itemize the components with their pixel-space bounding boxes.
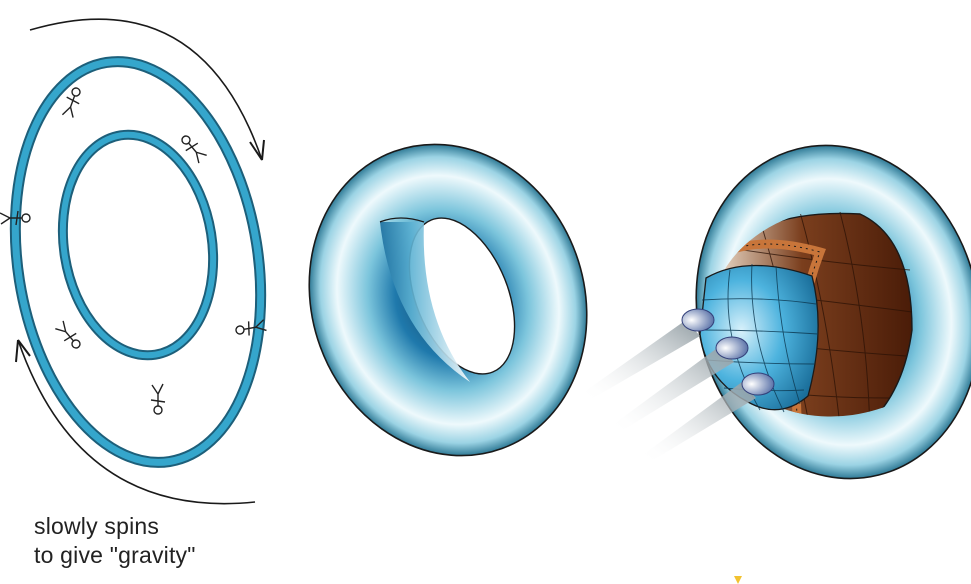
arrowhead-icon [250,140,264,160]
stick-figure-icon [151,384,165,414]
torus-exterior [266,105,630,495]
small-marker [734,576,742,584]
caption: slowly spins to give "gravity" [34,512,196,570]
caption-line-2: to give "gravity" [34,541,196,570]
stick-figure-icon [54,320,84,352]
ring-schematic [0,19,288,504]
thruster-nozzle [742,373,774,395]
curved-arrow-icon [18,340,255,504]
caption-line-1: slowly spins [34,512,196,541]
inner-ring [48,124,229,366]
thruster-nozzle [716,337,748,359]
thruster-nozzle [682,309,714,331]
arrowhead-icon [16,340,30,362]
